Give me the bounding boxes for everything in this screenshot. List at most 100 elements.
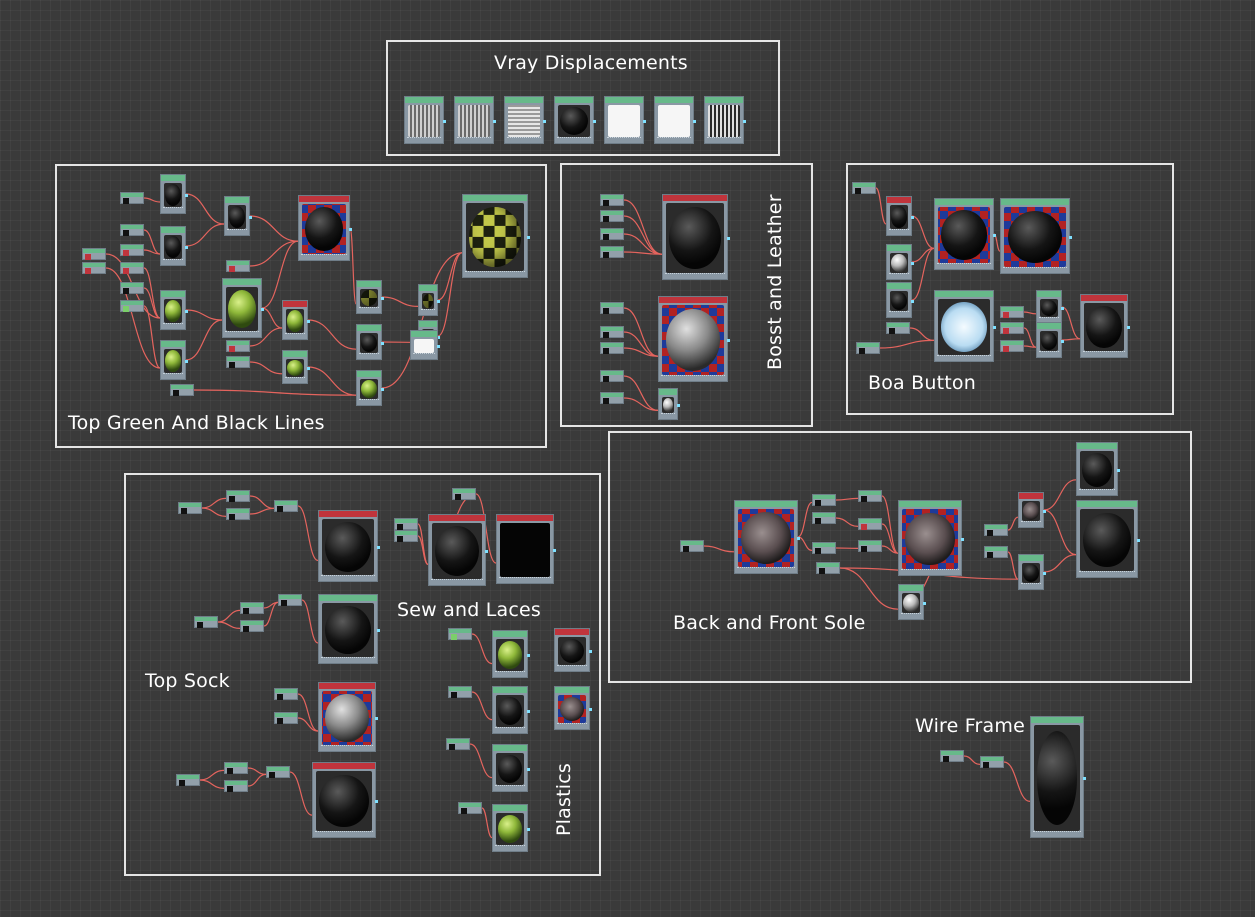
node-header[interactable] — [493, 687, 527, 693]
color-node[interactable] — [448, 686, 472, 698]
color-node[interactable] — [170, 384, 194, 396]
wire-9[interactable] — [185, 193, 225, 225]
node-header[interactable] — [161, 291, 185, 297]
wire-47[interactable] — [1061, 306, 1081, 340]
node-header[interactable] — [899, 585, 923, 591]
output-port[interactable] — [381, 388, 384, 391]
wire-6[interactable] — [143, 305, 161, 369]
output-port[interactable] — [1061, 340, 1064, 343]
node-header[interactable] — [601, 393, 623, 397]
output-port[interactable] — [307, 367, 310, 370]
material-node[interactable] — [282, 350, 310, 384]
color-node[interactable] — [984, 546, 1008, 558]
wire-86[interactable] — [475, 493, 497, 564]
material-node[interactable] — [1036, 290, 1064, 324]
color-node[interactable] — [1000, 340, 1024, 352]
node-header[interactable] — [1077, 443, 1117, 449]
sock-material[interactable] — [318, 682, 378, 752]
material-node[interactable] — [934, 290, 996, 362]
wire-53[interactable] — [835, 517, 859, 527]
material-node[interactable] — [1076, 442, 1120, 496]
node-header[interactable] — [1077, 501, 1137, 507]
material-node[interactable] — [1036, 322, 1064, 358]
wire-89[interactable] — [469, 743, 493, 779]
color-node[interactable] — [176, 774, 200, 786]
color-node[interactable] — [600, 210, 624, 222]
node-header[interactable] — [601, 229, 623, 233]
node-header[interactable] — [1001, 307, 1023, 311]
node-header[interactable] — [859, 519, 881, 523]
node-header[interactable] — [227, 509, 249, 513]
output-port[interactable] — [527, 654, 530, 657]
material-node[interactable] — [160, 226, 188, 266]
output-port[interactable] — [589, 708, 592, 711]
node-header[interactable] — [813, 513, 835, 517]
node-header[interactable] — [659, 389, 677, 395]
color-node[interactable] — [194, 616, 218, 628]
displacement-map-5[interactable] — [604, 96, 646, 144]
sock-material[interactable] — [318, 594, 380, 664]
laces-material[interactable] — [428, 514, 488, 586]
node-header[interactable] — [497, 515, 553, 521]
node-header[interactable] — [453, 489, 475, 493]
sole-material[interactable] — [734, 500, 800, 574]
node-header[interactable] — [223, 279, 261, 285]
node-header[interactable] — [555, 97, 593, 103]
node-header[interactable] — [817, 563, 839, 567]
output-port[interactable] — [543, 120, 546, 123]
displacement-map-1[interactable] — [404, 96, 446, 144]
wire-43[interactable] — [879, 339, 935, 349]
output-port[interactable] — [381, 342, 384, 345]
material-node[interactable] — [160, 174, 188, 214]
output-port[interactable] — [743, 120, 746, 123]
material-node[interactable] — [160, 340, 188, 380]
node-header[interactable] — [655, 97, 693, 103]
wire-18[interactable] — [249, 361, 283, 375]
wire-79[interactable] — [199, 779, 225, 789]
node-header[interactable] — [179, 503, 201, 507]
output-port[interactable] — [727, 339, 730, 342]
node-header[interactable] — [121, 193, 143, 197]
material-node[interactable] — [1018, 492, 1046, 528]
material-node[interactable] — [282, 300, 310, 340]
color-node[interactable] — [226, 508, 250, 520]
node-header[interactable] — [225, 763, 247, 767]
color-node[interactable] — [980, 756, 1004, 768]
node-header[interactable] — [935, 199, 993, 205]
node-header[interactable] — [195, 617, 217, 621]
wire-84[interactable] — [417, 535, 429, 565]
material-node[interactable] — [356, 370, 384, 406]
material-node[interactable] — [886, 244, 914, 280]
node-header[interactable] — [463, 195, 527, 201]
wire-63[interactable] — [1043, 509, 1077, 556]
output-port[interactable] — [1069, 236, 1072, 239]
node-header[interactable] — [735, 501, 797, 507]
plastic-material[interactable] — [554, 686, 592, 730]
plastic-material[interactable] — [492, 630, 530, 678]
color-node[interactable] — [600, 326, 624, 338]
color-node[interactable] — [680, 540, 704, 552]
wire-10[interactable] — [185, 223, 225, 247]
node-header[interactable] — [275, 689, 297, 693]
node-header[interactable] — [1037, 291, 1061, 297]
wire-90[interactable] — [481, 807, 493, 839]
material-node[interactable] — [886, 282, 914, 318]
color-node[interactable] — [274, 712, 298, 724]
color-node[interactable] — [278, 594, 302, 606]
node-header[interactable] — [601, 195, 623, 199]
wire-20[interactable] — [307, 319, 357, 350]
material-node[interactable] — [1076, 500, 1140, 578]
node-header[interactable] — [887, 323, 909, 327]
output-port[interactable] — [377, 546, 380, 549]
color-node[interactable] — [394, 518, 418, 530]
node-header[interactable] — [1001, 341, 1023, 345]
color-node[interactable] — [226, 490, 250, 502]
node-header[interactable] — [161, 175, 185, 181]
node-header[interactable] — [555, 629, 589, 635]
wire-60[interactable] — [1007, 516, 1019, 531]
output-port[interactable] — [443, 120, 446, 123]
wire-35[interactable] — [623, 375, 659, 411]
displacement-map-3[interactable] — [504, 96, 546, 144]
color-node[interactable] — [458, 802, 482, 814]
output-port[interactable] — [261, 308, 264, 311]
